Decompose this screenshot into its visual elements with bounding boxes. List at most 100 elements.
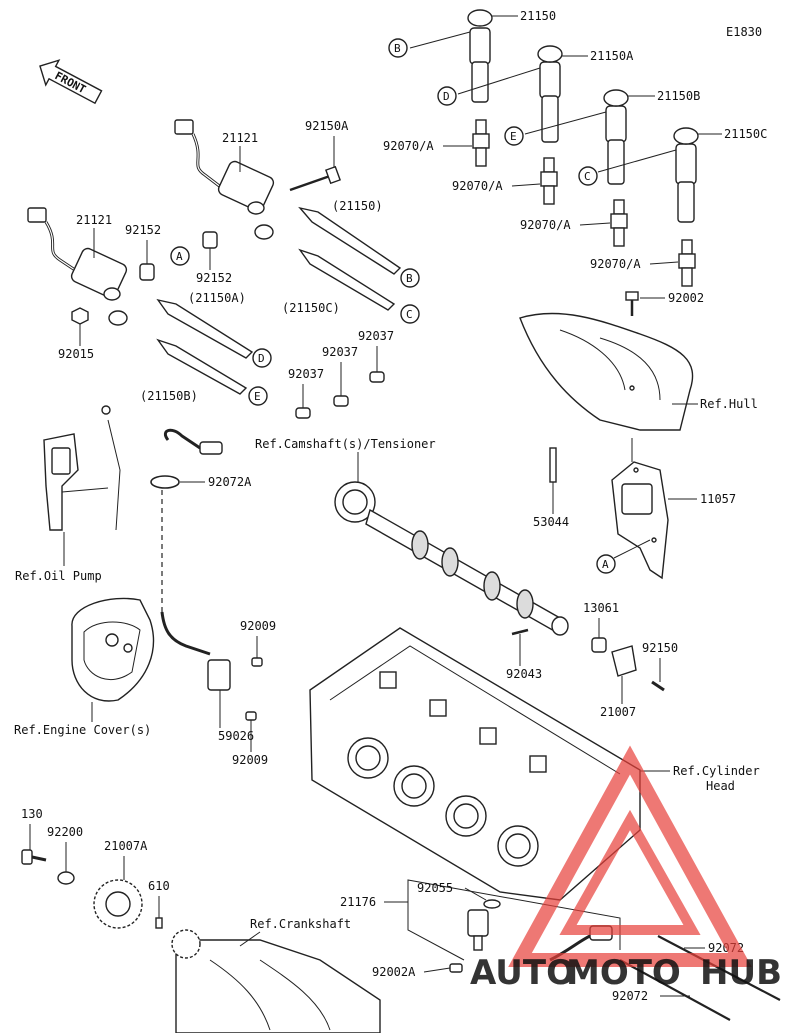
lead-21150A[interactable] (156, 298, 254, 359)
svg-text:B: B (394, 42, 401, 55)
nut-92015[interactable] (71, 307, 89, 325)
ref-camshaft: Ref.Camshaft(s)/Tensioner (255, 437, 436, 451)
sensor-21007[interactable] (611, 645, 637, 677)
grommet-92152-1[interactable] (139, 263, 155, 281)
callout-A-coil: A (170, 246, 190, 266)
bolt-92009-1[interactable] (251, 657, 263, 667)
label-21121-top: 21121 (222, 131, 258, 145)
bolt-130[interactable] (21, 849, 47, 865)
clip-92072A[interactable] (150, 475, 180, 489)
bolt-92150[interactable] (651, 680, 665, 692)
svg-text:B: B (406, 272, 413, 285)
callout-E-coil: E (248, 386, 268, 406)
label-11057: 11057 (700, 492, 736, 506)
grommet-92152-2[interactable] (202, 231, 218, 249)
tie-92072-2[interactable] (619, 959, 731, 1021)
front-arrow-icon: FRONT (39, 59, 103, 105)
oil-pump-bracket (43, 405, 121, 531)
ignition-coil-upper[interactable] (174, 119, 275, 240)
ignition-coil-lower[interactable] (27, 207, 128, 326)
label-21007: 21007 (600, 705, 636, 719)
label-21150C-paren: (21150C) (282, 301, 340, 315)
label-21150B: 21150B (657, 89, 700, 103)
sensor-harness[interactable] (163, 428, 223, 455)
plug-cap-21150C[interactable] (597, 127, 722, 223)
tie-92072-1[interactable] (657, 935, 781, 1001)
svg-text:E: E (254, 390, 261, 403)
ref-engine-cover: Ref.Engine Cover(s) (14, 723, 151, 737)
plug-cap-21150B[interactable] (524, 89, 655, 185)
lead-21150B[interactable] (156, 338, 248, 395)
label-92009-2: 92009 (232, 753, 268, 767)
engine-cover (71, 597, 155, 702)
label-92150: 92150 (642, 641, 678, 655)
label-21150A-paren: (21150A) (188, 291, 246, 305)
plug-cap-21150A[interactable] (457, 45, 588, 143)
label-92072-2: 92072 (612, 989, 648, 1003)
sensor-21176[interactable] (467, 909, 489, 951)
spark-plug-4[interactable] (678, 239, 696, 287)
clamp-92037-2[interactable] (333, 395, 349, 407)
callout-C-top: C (578, 166, 598, 186)
label-92150A: 92150A (305, 119, 349, 133)
label-92037-1: 92037 (288, 367, 324, 381)
label-21150-paren: (21150) (332, 199, 383, 213)
ref-cylinder-head-1: Ref.Cylinder (673, 764, 760, 778)
label-21007A: 21007A (104, 839, 148, 853)
label-92002A: 92002A (372, 965, 416, 979)
svg-text:C: C (406, 308, 413, 321)
plug-13061[interactable] (591, 637, 607, 653)
clamp-92037-1[interactable] (295, 407, 311, 419)
label-92043: 92043 (506, 667, 542, 681)
label-92037-2: 92037 (322, 345, 358, 359)
callout-A-bracket: A (596, 554, 616, 574)
label-92070A-2: 92070/A (452, 179, 503, 193)
lead-21150C[interactable] (298, 248, 396, 311)
label-53044: 53044 (533, 515, 569, 529)
svg-text:E: E (510, 130, 517, 143)
pin-92043[interactable] (511, 628, 529, 636)
svg-text:D: D (443, 90, 450, 103)
spark-plug-2[interactable] (540, 157, 558, 205)
bolt-92002-top[interactable] (625, 291, 639, 316)
bracket-11057[interactable] (611, 461, 669, 580)
callout-B-coil: B (400, 268, 420, 288)
spark-plug-1[interactable] (472, 119, 490, 167)
label-21150A: 21150A (590, 49, 634, 63)
label-13061: 13061 (583, 601, 619, 615)
plug-cap-21150[interactable] (409, 9, 518, 103)
label-130: 130 (21, 807, 43, 821)
lead-21150[interactable] (298, 206, 402, 275)
label-92015: 92015 (58, 347, 94, 361)
hull-section (519, 312, 694, 431)
label-92200: 92200 (47, 825, 83, 839)
rotor-21007A[interactable] (93, 879, 143, 929)
sensor-59026[interactable] (160, 611, 231, 691)
label-92072A: 92072A (208, 475, 252, 489)
washer-92200[interactable] (57, 871, 75, 885)
callout-E-top: E (504, 126, 524, 146)
diagram-code: E1830 (726, 25, 762, 39)
clamp-92037-3[interactable] (369, 371, 385, 383)
label-92152-1: 92152 (125, 223, 161, 237)
crankshaft (171, 929, 381, 1033)
spark-plug-3[interactable] (610, 199, 628, 247)
label-92070A-1: 92070/A (383, 139, 434, 153)
callout-C-coil: C (400, 304, 420, 324)
label-21150: 21150 (520, 9, 556, 23)
callout-B-top: B (388, 38, 408, 58)
pin-53044[interactable] (549, 447, 557, 483)
bolt-92009-2[interactable] (245, 711, 257, 721)
bolt-92150A[interactable] (289, 165, 341, 192)
callout-D-coil: D (252, 348, 272, 368)
watermark-logo-icon (508, 745, 752, 967)
svg-text:C: C (584, 170, 591, 183)
ref-hull: Ref.Hull (700, 397, 758, 411)
bolt-92002A[interactable] (449, 963, 463, 973)
label-92152-2: 92152 (196, 271, 232, 285)
label-92002-top: 92002 (668, 291, 704, 305)
oring-92055[interactable] (483, 899, 501, 909)
label-21121-left: 21121 (76, 213, 112, 227)
ref-oil-pump: Ref.Oil Pump (15, 569, 102, 583)
key-610[interactable] (155, 917, 163, 929)
